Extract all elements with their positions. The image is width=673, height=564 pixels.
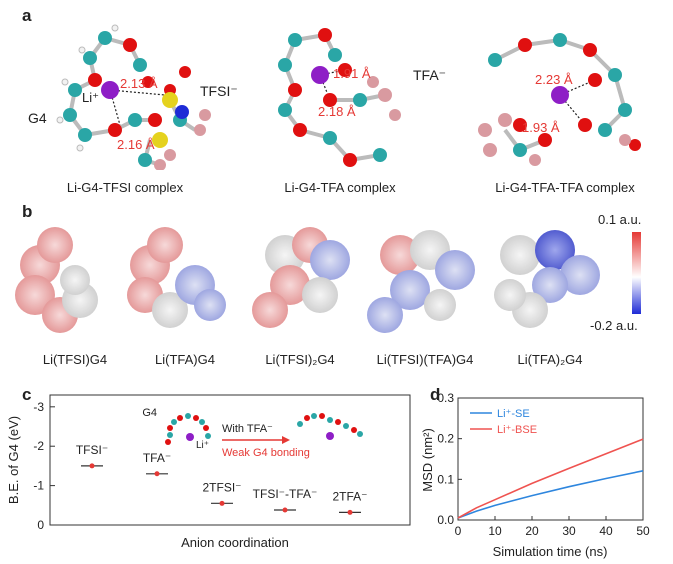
label-li: Li⁺ <box>82 90 99 105</box>
c-category-label: TFSI⁻-TFA⁻ <box>253 487 318 501</box>
c-data-point <box>347 509 353 515</box>
colorbar-max: 0.1 a.u. <box>598 212 642 227</box>
li-g4-tfsi-structure <box>56 24 211 170</box>
colorbar-min: -0.2 a.u. <box>590 318 638 333</box>
d-series-line <box>457 438 644 519</box>
c-ytick-label: 0 <box>37 518 44 532</box>
label-g4: G4 <box>28 110 47 126</box>
distance-4: 2.18 Å <box>318 104 356 119</box>
esp-label-4: Li(TFSI)(TFA)G4 <box>376 352 474 367</box>
c-data-point <box>89 463 95 469</box>
c-data-point <box>219 500 225 506</box>
c-ytick-label: -3 <box>33 400 44 414</box>
c-ylabel: B.E. of G4 (eV) <box>6 416 21 504</box>
esp-colorbar <box>632 232 641 314</box>
c-category-label: TFA⁻ <box>143 451 171 465</box>
caption-li-g4-tfa: Li-G4-TFA complex <box>284 180 396 195</box>
c-data-point <box>282 507 288 513</box>
c-category-label: 2TFA⁻ <box>332 489 367 503</box>
d-xtick-label: 50 <box>636 524 650 538</box>
d-xtick-label: 0 <box>455 524 462 538</box>
d-legend-label: Li⁺-BSE <box>497 424 537 436</box>
distance-3: 1.91 Å <box>333 66 371 81</box>
c-category-label: 2TFSI⁻ <box>202 480 241 494</box>
li-g4-tfa-tfa-structure <box>478 33 641 166</box>
c-inset-weak: Weak G4 bonding <box>222 447 310 459</box>
d-xlabel: Simulation time (ns) <box>493 544 608 559</box>
c-inset-schematic <box>165 413 363 445</box>
d-series-line <box>457 470 644 519</box>
panel-d-letter: d <box>430 385 441 404</box>
esp-surfaces <box>15 227 600 333</box>
panel-a-letter: a <box>22 6 32 25</box>
distance-2: 2.16 Å <box>117 137 155 152</box>
c-xlabel: Anion coordination <box>181 535 289 550</box>
distance-1: 2.13 Å <box>120 76 158 91</box>
distance-5: 2.23 Å <box>535 72 573 87</box>
d-plot-frame <box>457 397 644 521</box>
d-ylabel: MSD (nm²) <box>420 428 435 492</box>
d-xtick-label: 30 <box>562 524 576 538</box>
c-data-point <box>154 471 160 477</box>
label-tfsi: TFSI⁻ <box>200 83 238 99</box>
d-legend-label: Li⁺-SE <box>497 408 530 420</box>
d-xtick-label: 40 <box>599 524 613 538</box>
panel-b-letter: b <box>22 202 33 221</box>
c-inset-li: Li⁺ <box>196 440 209 451</box>
c-inset-g4: G4 <box>142 407 157 419</box>
esp-label-2: Li(TFA)G4 <box>155 352 215 367</box>
msd-chart: 0 10 20 30 40 50 0.0 0.1 0.2 0.3 Li⁺-SE Li⁺-BSE S… <box>420 391 650 559</box>
c-category-label: TFSI⁻ <box>76 443 108 457</box>
esp-label-3: Li(TFSI)₂G4 <box>265 352 335 367</box>
d-ytick-label: 0.1 <box>437 472 454 486</box>
d-xtick-label: 10 <box>488 524 502 538</box>
label-tfa: TFA⁻ <box>413 67 447 83</box>
d-ytick-label: 0.3 <box>437 391 454 405</box>
panel-c-letter: c <box>22 385 32 404</box>
c-ytick-label: -2 <box>33 439 44 453</box>
distance-6: 1.93 Å <box>522 120 560 135</box>
caption-li-g4-tfsi: Li-G4-TFSI complex <box>66 180 184 195</box>
d-ytick-label: 0.2 <box>437 432 454 446</box>
esp-label-1: Li(TFSI)G4 <box>42 352 108 367</box>
li-g4-tfa-structure <box>278 28 401 167</box>
c-plot-frame <box>49 394 411 526</box>
caption-li-g4-tfa-tfa: Li-G4-TFA-TFA complex <box>495 180 635 195</box>
esp-label-5: Li(TFA)₂G4 <box>517 352 583 367</box>
c-ytick-label: -1 <box>33 479 44 493</box>
d-ytick-label: 0.0 <box>437 513 454 527</box>
c-inset-with: With TFA⁻ <box>222 423 273 435</box>
binding-energy-chart: -3 -2 -1 0 TFSI⁻ TFA⁻ 2TFSI⁻ TFSI⁻-TFA⁻ 2TFA⁻ B… <box>6 394 411 532</box>
d-xtick-label: 20 <box>525 524 539 538</box>
